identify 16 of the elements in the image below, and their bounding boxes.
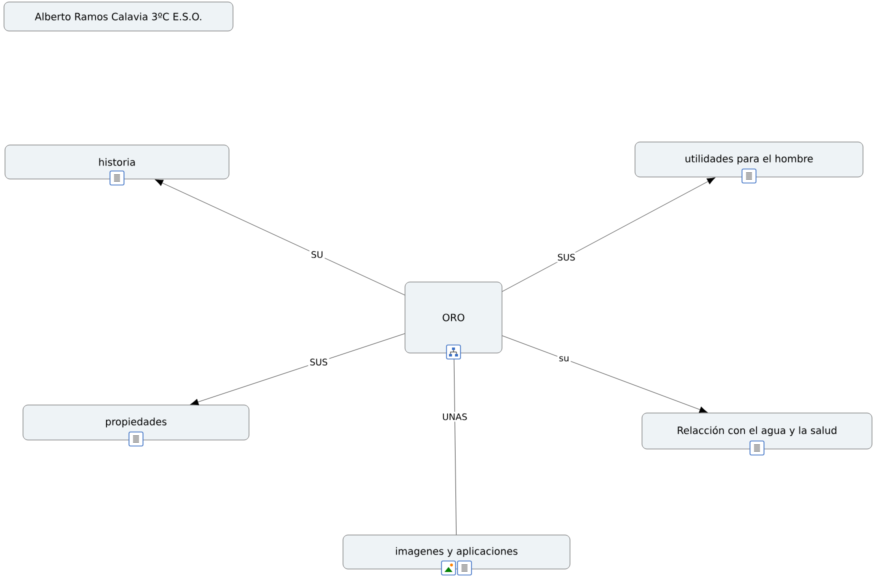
edge-label: SUS bbox=[558, 254, 575, 261]
edge-label: SUS bbox=[310, 358, 328, 366]
concept-box: historia bbox=[4, 144, 230, 180]
concept-box: utilidades para el hombre bbox=[634, 142, 864, 178]
arrow bbox=[502, 177, 716, 292]
edge-label: UNAS bbox=[442, 413, 467, 420]
concept-box: ORO bbox=[404, 282, 502, 354]
title-box: Alberto Ramos Calavia 3ºC E.S.O. bbox=[4, 2, 234, 32]
arrow bbox=[154, 179, 405, 296]
concept-box: propiedades bbox=[22, 404, 250, 440]
edge-label: SU bbox=[312, 251, 322, 258]
arrow bbox=[190, 333, 405, 406]
arrow bbox=[502, 336, 708, 413]
concept-box: imagenes y aplicaciones bbox=[342, 534, 570, 570]
edge-label: su bbox=[559, 356, 568, 362]
concept-box: Relacción con el agua y la salud bbox=[642, 412, 872, 450]
